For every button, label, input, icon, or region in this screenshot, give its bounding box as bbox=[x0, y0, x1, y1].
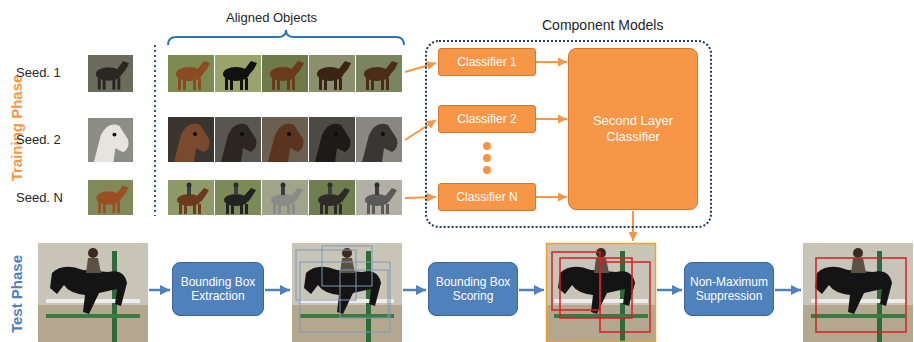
detection-box bbox=[552, 252, 906, 332]
aligned-object-image bbox=[223, 61, 257, 90]
candidate-box bbox=[322, 246, 372, 286]
seed-image bbox=[88, 118, 133, 162]
aligned-object-image bbox=[317, 61, 351, 90]
detection-box bbox=[552, 252, 600, 310]
aligned-object-image bbox=[262, 55, 308, 92]
seed-image bbox=[94, 125, 129, 162]
aligned-object-image bbox=[168, 55, 402, 215]
aligned-object-image bbox=[215, 117, 261, 162]
training-arrow bbox=[405, 197, 436, 198]
process-box: Second Layer Classifier bbox=[568, 48, 698, 210]
aligned-object-image bbox=[356, 180, 402, 215]
box-label: Non-Maximum Suppression bbox=[690, 275, 768, 304]
aligned-object-image bbox=[318, 183, 350, 215]
aligned-object-image bbox=[262, 180, 308, 215]
aligned-object-image bbox=[309, 55, 355, 92]
process-box: Non-Maximum Suppression bbox=[684, 262, 774, 316]
box-label: Bounding Box Extraction bbox=[178, 275, 258, 304]
bracket bbox=[168, 30, 404, 45]
aligned-object-image bbox=[262, 117, 308, 162]
aligned-object-image bbox=[271, 183, 303, 215]
aligned-object-image bbox=[168, 117, 214, 162]
aligned-object-image bbox=[365, 183, 397, 215]
box-label: Second Layer Classifier bbox=[574, 113, 692, 144]
candidate-box bbox=[300, 262, 390, 332]
test-arrow bbox=[403, 289, 426, 292]
test-arrow bbox=[265, 289, 290, 292]
seed-image bbox=[96, 186, 128, 213]
phase-divider bbox=[154, 45, 156, 216]
aligned-object-image bbox=[315, 124, 350, 162]
connector-arrow bbox=[536, 61, 567, 63]
test-arrow bbox=[775, 289, 801, 292]
ellipsis-dots bbox=[483, 142, 491, 174]
aligned-object-image bbox=[174, 124, 209, 162]
test-image bbox=[803, 243, 913, 342]
aligned-object-image bbox=[168, 55, 214, 92]
box-label: Classifier 2 bbox=[457, 112, 516, 126]
component-group: Component ModelsClassifier 1Classifier 2… bbox=[425, 40, 712, 228]
aligned-object-image bbox=[176, 61, 210, 90]
image-highlight bbox=[547, 244, 656, 342]
aligned-object-image bbox=[224, 183, 256, 215]
box-label: Classifier N bbox=[456, 190, 517, 204]
test-arrow bbox=[519, 289, 544, 292]
test-arrow bbox=[149, 289, 170, 292]
aligned-object-image bbox=[364, 61, 398, 90]
detection-box bbox=[600, 262, 650, 332]
aligned-object-image bbox=[356, 55, 402, 92]
aligned-object-image bbox=[221, 124, 256, 162]
test-image bbox=[38, 243, 913, 342]
text-label: Seed. 1 bbox=[16, 63, 61, 83]
candidate-box bbox=[296, 246, 390, 332]
connector-arrow bbox=[536, 196, 567, 198]
aligned-object-image bbox=[177, 183, 209, 215]
candidate-box bbox=[340, 270, 388, 318]
ellipsis-dots bbox=[483, 142, 491, 150]
process-box: Bounding Box Extraction bbox=[172, 262, 264, 316]
aligned-object-image bbox=[168, 180, 214, 215]
aligned-object-image bbox=[309, 180, 355, 215]
training-arrow bbox=[405, 63, 436, 72]
seed-image bbox=[88, 55, 133, 215]
seed-image bbox=[88, 55, 133, 92]
test-image bbox=[546, 243, 656, 342]
candidate-box bbox=[296, 250, 356, 300]
text-label: Aligned Objects bbox=[226, 8, 317, 28]
aligned-object-image bbox=[215, 55, 261, 92]
process-box: Bounding Box Scoring bbox=[428, 262, 518, 316]
ellipsis-dots bbox=[483, 154, 491, 162]
process-box: Classifier 1 bbox=[438, 48, 536, 76]
aligned-object-image bbox=[268, 124, 303, 162]
aligned-object-image bbox=[362, 124, 397, 162]
training-arrow bbox=[632, 211, 634, 241]
box-label: Bounding Box Scoring bbox=[434, 275, 512, 304]
seed-image bbox=[96, 61, 129, 89]
process-box: Classifier 2 bbox=[438, 105, 536, 133]
test-arrow bbox=[657, 289, 682, 292]
seed-image bbox=[88, 180, 133, 215]
group-heading: Component Models bbox=[542, 17, 710, 33]
text-label: Seed. N bbox=[16, 188, 63, 208]
phase-title: Test Phase bbox=[7, 244, 27, 342]
box-label: Classifier 1 bbox=[457, 55, 516, 69]
training-arrow bbox=[405, 120, 436, 140]
ellipsis-dots bbox=[483, 166, 491, 174]
aligned-object-image bbox=[215, 180, 261, 215]
aligned-object-image bbox=[309, 117, 355, 162]
detection-box bbox=[816, 258, 906, 332]
bracket bbox=[168, 30, 404, 45]
aligned-object-image bbox=[356, 117, 402, 162]
image-highlight bbox=[547, 244, 656, 342]
connector-arrow bbox=[536, 118, 567, 120]
test-image bbox=[292, 243, 402, 342]
phase-divider bbox=[155, 45, 156, 216]
text-label: Seed. 2 bbox=[16, 130, 61, 150]
test-image bbox=[38, 243, 148, 342]
detection-box bbox=[560, 258, 632, 318]
aligned-object-image bbox=[270, 61, 304, 90]
process-box: Classifier N bbox=[438, 183, 536, 211]
